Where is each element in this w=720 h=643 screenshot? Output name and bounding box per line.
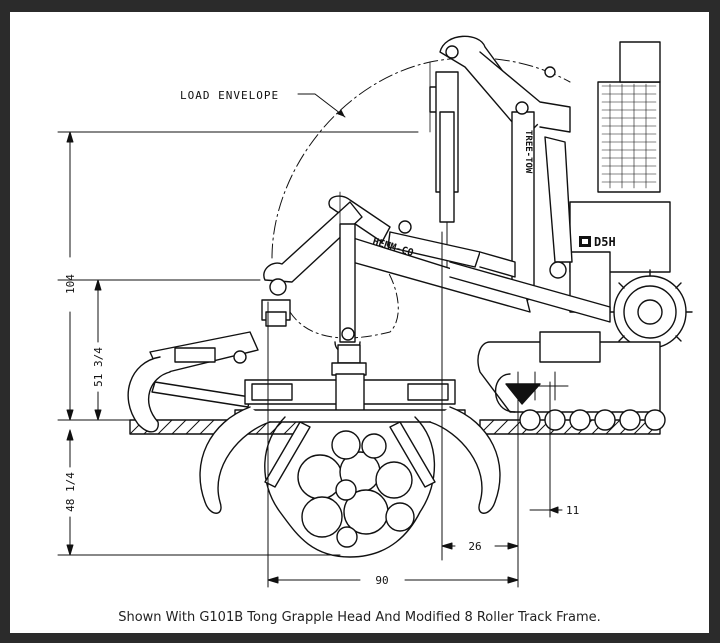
tractor [477, 41, 693, 431]
boom-brand-label: TREE-TOW [523, 130, 533, 174]
dim-offset-11: 11 [566, 504, 579, 517]
machine-model-label: D5H [594, 235, 616, 249]
small-grapple [127, 331, 259, 433]
dim-total-height: 104 [64, 274, 77, 294]
dim-lower-depth: 48 1/4 [64, 472, 77, 512]
load-envelope-arc [271, 57, 571, 259]
tong-grapple [199, 373, 501, 558]
pivot-centerlines [339, 61, 431, 273]
drawing-sheet: LOAD ENVELOPE D5H TREE-TOW HEMM-CO 104 5… [10, 12, 709, 633]
boom [429, 35, 573, 304]
dimension-lines [57, 131, 563, 588]
dim-reach: 90 [375, 574, 388, 587]
load-envelope-label: LOAD ENVELOPE [180, 89, 279, 102]
dim-upper-height: 51 3/4 [92, 347, 105, 387]
dim-offset-26: 26 [468, 540, 481, 553]
technical-drawing: LOAD ENVELOPE D5H TREE-TOW HEMM-CO 104 5… [57, 35, 693, 588]
load-envelope-leader [297, 93, 346, 118]
figure-caption: Shown With G101B Tong Grapple Head And M… [118, 610, 601, 625]
rotator-lower [331, 344, 367, 376]
rotator-upper [261, 299, 291, 327]
left-link [263, 201, 363, 354]
